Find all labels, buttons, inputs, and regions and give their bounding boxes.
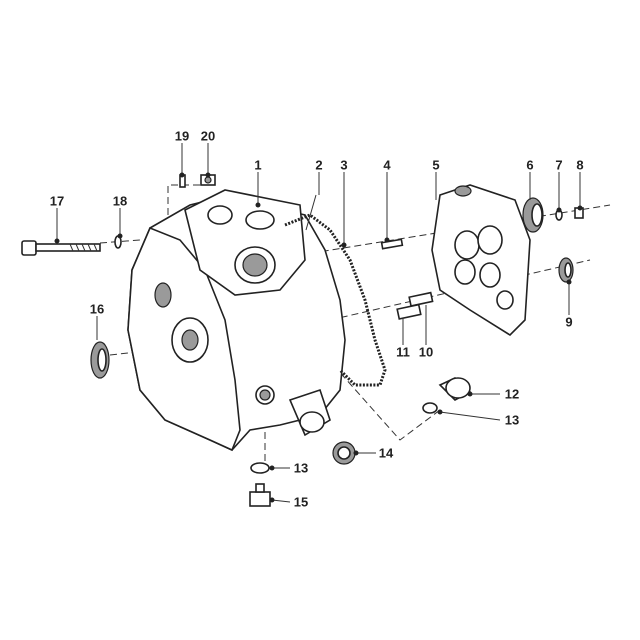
stud-4 [380, 238, 404, 250]
callout-17: 17 [49, 193, 65, 209]
leader-lines [56, 143, 581, 503]
leader-dots [54, 172, 583, 503]
callout-13-lower: 13 [293, 460, 309, 476]
dowel-2 [305, 194, 317, 231]
callout-7: 7 [555, 157, 563, 173]
callout-4: 4 [383, 157, 391, 173]
seal-9 [558, 257, 574, 283]
seal-16 [90, 341, 110, 379]
pin-11 [396, 303, 422, 320]
seal-14 [332, 441, 356, 465]
washer-13-lower [250, 462, 270, 474]
cover-5 [431, 184, 531, 337]
seal-6 [522, 197, 544, 233]
callout-19: 19 [174, 128, 190, 144]
plug-head-12 [445, 377, 471, 399]
callout-2: 2 [315, 157, 323, 173]
gasket-3 [284, 213, 387, 387]
callout-3: 3 [340, 157, 348, 173]
bolt-17 [21, 240, 101, 256]
callout-8: 8 [576, 157, 584, 173]
callout-13-upper: 13 [504, 412, 520, 428]
callout-14: 14 [378, 445, 394, 461]
callout-15: 15 [293, 494, 309, 510]
callout-18: 18 [112, 193, 128, 209]
callout-20: 20 [200, 128, 216, 144]
callout-1: 1 [254, 157, 262, 173]
callout-5: 5 [432, 157, 440, 173]
callout-6: 6 [526, 157, 534, 173]
callout-11: 11 [396, 344, 410, 360]
callout-10: 10 [418, 344, 434, 360]
main-housing-1 [127, 189, 346, 452]
callout-9: 9 [565, 314, 573, 330]
washer-13-upper [422, 402, 438, 414]
drain-plug-15 [249, 483, 271, 507]
callout-12: 12 [504, 386, 520, 402]
pin-10 [408, 291, 434, 307]
assembly-line-bolt [99, 239, 141, 244]
callout-16: 16 [89, 301, 105, 317]
